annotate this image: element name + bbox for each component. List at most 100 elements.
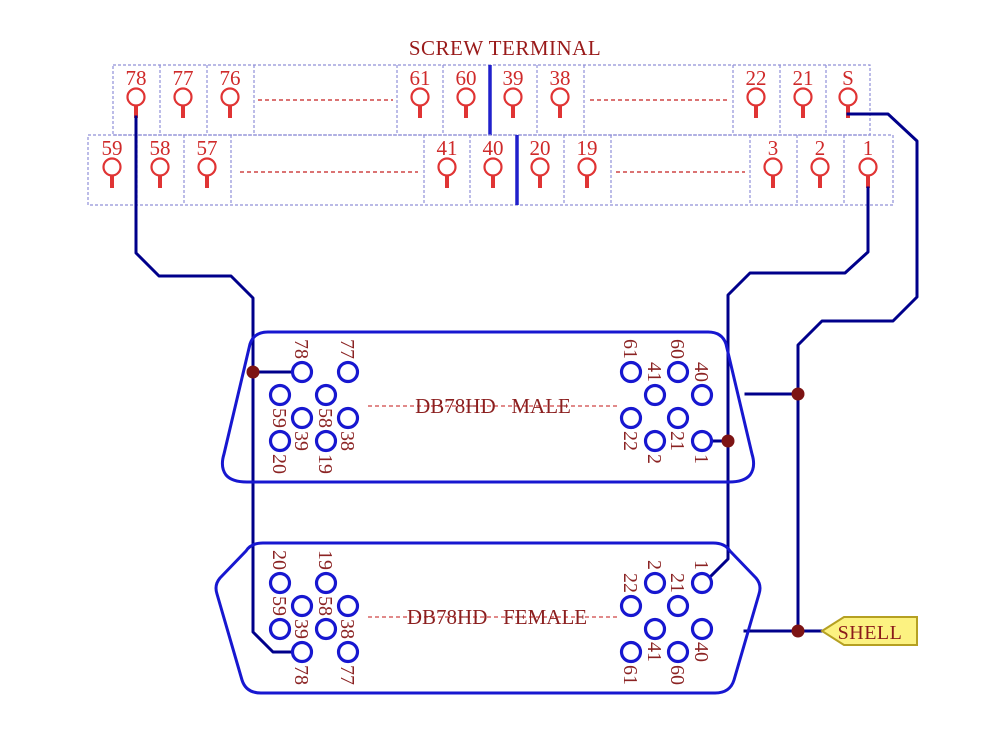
shell-tag: SHELL bbox=[820, 616, 918, 646]
pin-number: 77 bbox=[336, 665, 358, 685]
pin-circle-icon bbox=[690, 571, 714, 595]
shell-tag-banner-icon bbox=[820, 616, 918, 646]
male-connector-outline bbox=[220, 330, 756, 484]
pin-number: 21 bbox=[666, 573, 688, 593]
pin-circle-icon bbox=[290, 594, 314, 618]
pin-circle-icon bbox=[290, 360, 314, 384]
pin-number: 22 bbox=[619, 431, 641, 451]
male-pin-58: 58 bbox=[314, 383, 338, 428]
screw-icon bbox=[437, 157, 457, 177]
terminal-cell: 39 bbox=[503, 66, 524, 118]
female-pin-78: 78 bbox=[290, 640, 314, 685]
pin-number: 58 bbox=[314, 408, 336, 428]
female-pin-77: 77 bbox=[336, 640, 360, 685]
pin-circle-icon bbox=[336, 594, 360, 618]
pin-number: 2 bbox=[643, 560, 665, 570]
pin-number: 38 bbox=[336, 431, 358, 451]
pin-circle-icon bbox=[666, 406, 690, 430]
pin-circle-icon bbox=[268, 571, 292, 595]
pin-number: 60 bbox=[666, 665, 688, 685]
junction-dot bbox=[721, 434, 735, 448]
screw-icon bbox=[577, 157, 597, 177]
wire-screw78-to-pins bbox=[134, 115, 294, 654]
terminal-cell: 2 bbox=[810, 136, 830, 188]
screw-icon bbox=[746, 87, 766, 107]
screw-icon bbox=[838, 87, 858, 107]
pin-circle-icon bbox=[336, 406, 360, 430]
female-pin-39: 39 bbox=[290, 594, 314, 639]
male-pin-77: 77 bbox=[336, 339, 360, 384]
pin-circle-icon bbox=[268, 429, 292, 453]
male-pin-39: 39 bbox=[290, 406, 314, 451]
screw-icon bbox=[763, 157, 783, 177]
terminal-number: 58 bbox=[150, 136, 171, 160]
female-pin-2: 2 bbox=[643, 560, 667, 595]
screw-icon bbox=[530, 157, 550, 177]
terminal-cell: 19 bbox=[577, 136, 598, 188]
terminal-number: 3 bbox=[768, 136, 779, 160]
screw-icon bbox=[483, 157, 503, 177]
pin-number: 41 bbox=[643, 362, 665, 382]
pin-number: 40 bbox=[690, 362, 712, 382]
pin-circle-icon bbox=[619, 640, 643, 664]
pin-circle-icon bbox=[690, 383, 714, 407]
pin-circle-icon bbox=[666, 594, 690, 618]
pin-circle-icon bbox=[666, 640, 690, 664]
male-pin-61: 61 bbox=[619, 339, 643, 384]
pin-circle-icon bbox=[268, 617, 292, 641]
screw-icon bbox=[150, 157, 170, 177]
pin-number: 59 bbox=[268, 408, 290, 428]
female-pin-1: 1 bbox=[690, 560, 714, 595]
screw-icon bbox=[220, 87, 240, 107]
screw-icon bbox=[858, 157, 878, 177]
male-pin-40: 40 bbox=[690, 362, 714, 407]
pin-circle-icon bbox=[619, 406, 643, 430]
female-pin-22: 22 bbox=[619, 573, 643, 618]
terminal-cell: 1 bbox=[858, 136, 878, 188]
terminal-cell: 76 bbox=[220, 66, 241, 118]
pin-number: 38 bbox=[336, 619, 358, 639]
female-pin-58: 58 bbox=[314, 596, 338, 641]
female-pin-59: 59 bbox=[268, 596, 292, 641]
screw-icon bbox=[410, 87, 430, 107]
female-pin-19: 19 bbox=[314, 550, 338, 595]
pin-number: 78 bbox=[290, 665, 312, 685]
screw-icon bbox=[102, 157, 122, 177]
male-pin-60: 60 bbox=[666, 339, 690, 384]
diagram-title: SCREW TERMINAL bbox=[409, 36, 601, 60]
pin-number: 20 bbox=[268, 454, 290, 474]
female-connector-label: DB78HD FEMALE bbox=[407, 605, 587, 629]
screw-icon bbox=[550, 87, 570, 107]
terminal-cell: 20 bbox=[530, 136, 551, 188]
pin-number: 1 bbox=[690, 560, 712, 570]
shell-tag-label: SHELL bbox=[838, 622, 903, 644]
male-pin-20: 20 bbox=[268, 429, 292, 474]
terminal-number: 38 bbox=[550, 66, 571, 90]
terminal-number: 59 bbox=[102, 136, 123, 160]
terminal-cell: 78 bbox=[126, 66, 147, 118]
junction-dot bbox=[791, 387, 805, 401]
pin-number: 41 bbox=[643, 642, 665, 662]
pin-circle-icon bbox=[336, 640, 360, 664]
terminal-cell: 40 bbox=[483, 136, 504, 188]
junction-dot bbox=[246, 365, 260, 379]
female-pin-20: 20 bbox=[268, 550, 292, 595]
male-connector-label: DB78HD MALE bbox=[415, 394, 571, 418]
terminal-cell: 21 bbox=[793, 66, 814, 118]
terminal-cell: 61 bbox=[410, 66, 431, 118]
terminal-cell: 59 bbox=[102, 136, 123, 188]
wire-screw1-to-pins bbox=[707, 186, 870, 580]
terminal-number: S bbox=[842, 66, 854, 90]
pin-circle-icon bbox=[690, 617, 714, 641]
terminal-number: 40 bbox=[483, 136, 504, 160]
terminal-row-border bbox=[87, 134, 894, 206]
terminal-number: 57 bbox=[197, 136, 218, 160]
terminal-cell: 60 bbox=[456, 66, 477, 118]
pin-circle-icon bbox=[619, 594, 643, 618]
screw-icon bbox=[503, 87, 523, 107]
terminal-number: 76 bbox=[220, 66, 241, 90]
terminal-cell: 38 bbox=[550, 66, 571, 118]
screw-icon bbox=[810, 157, 830, 177]
pin-number: 78 bbox=[290, 339, 312, 359]
